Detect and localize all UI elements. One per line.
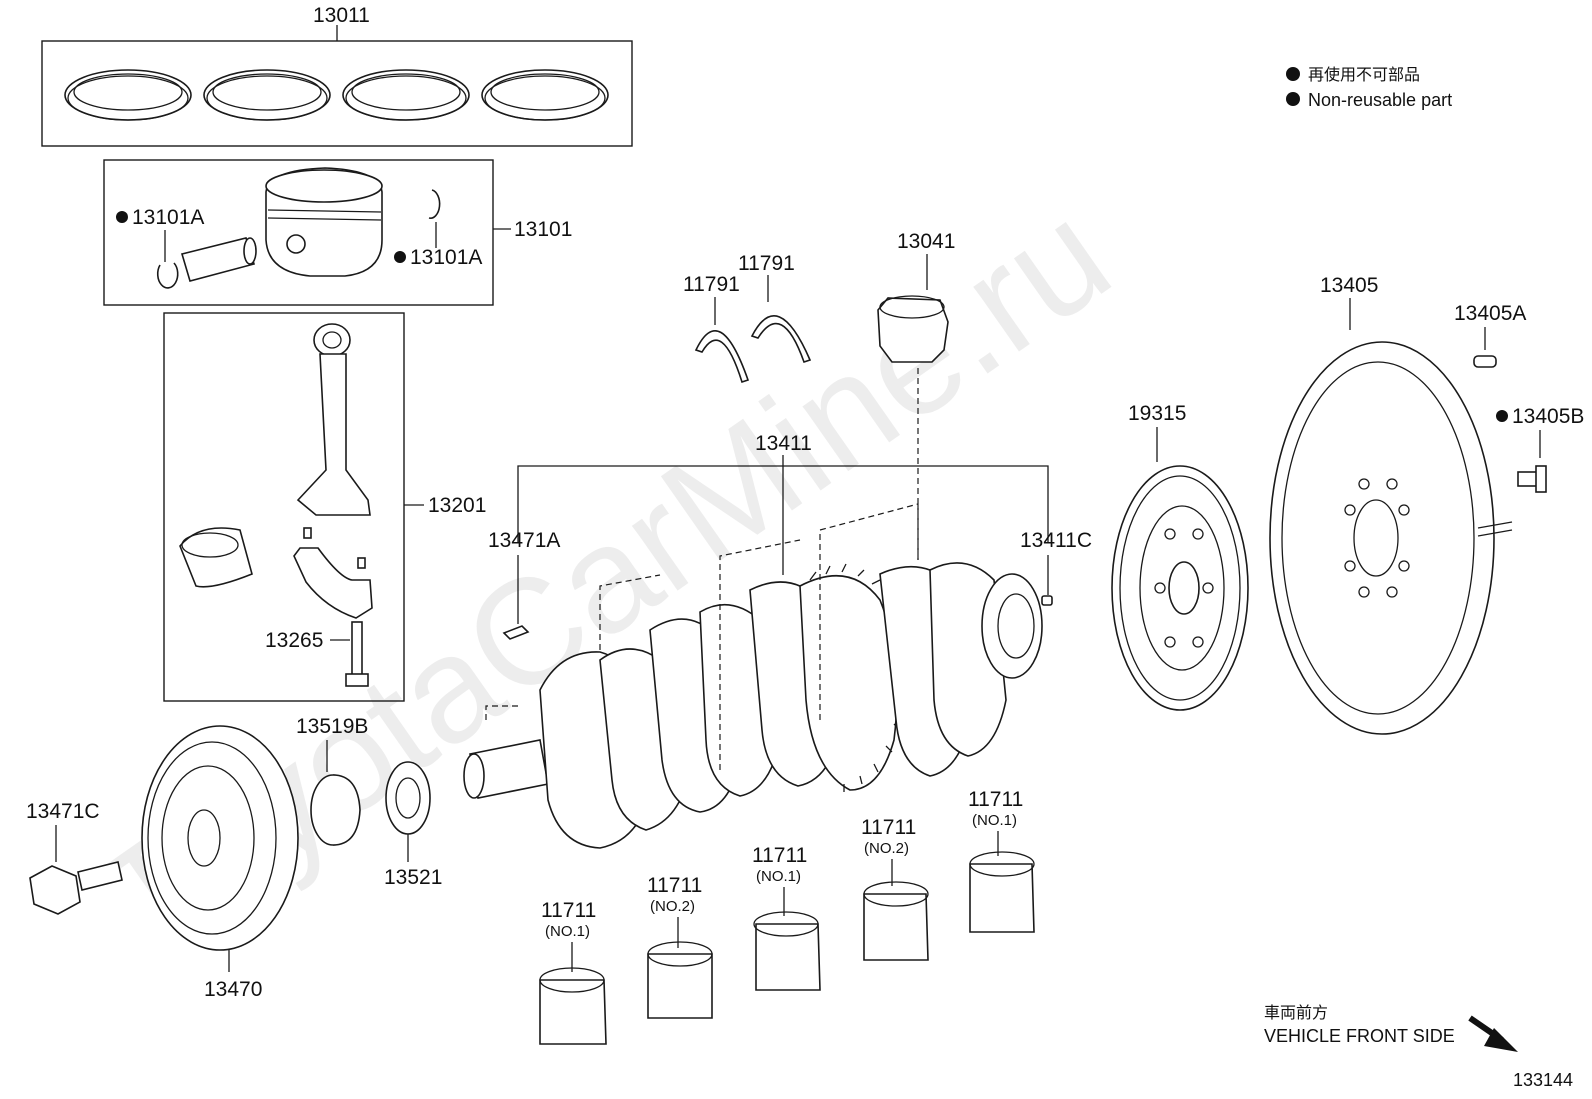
label-13519b[interactable]: 13519B bbox=[296, 715, 368, 738]
label-13201[interactable]: 13201 bbox=[428, 494, 486, 517]
legend-en: Non-reusable part bbox=[1308, 90, 1452, 110]
piston-pin bbox=[180, 237, 257, 282]
piston-pin-clip-right bbox=[428, 189, 441, 219]
bearing-13041 bbox=[877, 297, 949, 363]
label-13101a-right[interactable]: 13101A bbox=[410, 246, 482, 269]
piston-rings-group: 13011 bbox=[41, 4, 633, 147]
gear-13519b bbox=[310, 774, 361, 846]
legend-jp: 再使用不可部品 bbox=[1308, 65, 1420, 84]
thrust-washer-1 bbox=[694, 330, 750, 384]
label-13405a[interactable]: 13405A bbox=[1454, 302, 1526, 325]
label-11791-b[interactable]: 11791 bbox=[738, 252, 795, 275]
label-13405b[interactable]: 13405B bbox=[1512, 405, 1584, 428]
crankshaft-key bbox=[502, 625, 530, 640]
pulley-bolt bbox=[29, 861, 123, 915]
non-reusable-dot-icon bbox=[394, 251, 406, 263]
label-13471a[interactable]: 13471A bbox=[488, 529, 560, 552]
legend: 再使用不可部品 Non-reusable part bbox=[1286, 65, 1452, 110]
note-11711-5: (NO.1) bbox=[972, 812, 1017, 829]
crankshaft-pin bbox=[1041, 595, 1053, 606]
label-11711-2[interactable]: 11711 bbox=[647, 874, 702, 897]
non-reusable-dot-icon bbox=[1286, 92, 1300, 106]
connecting-rod-bearing bbox=[179, 527, 253, 588]
illustration-number: 133144 bbox=[1513, 1070, 1573, 1090]
label-13521[interactable]: 13521 bbox=[384, 866, 442, 889]
non-reusable-dot-icon bbox=[1286, 67, 1300, 81]
label-13265[interactable]: 13265 bbox=[265, 629, 323, 652]
label-13405[interactable]: 13405 bbox=[1320, 274, 1378, 297]
flywheel-bolt bbox=[1517, 465, 1547, 493]
main-bearing-2 bbox=[647, 941, 713, 1019]
timing-rotor bbox=[1111, 465, 1249, 711]
crankshaft bbox=[463, 562, 1043, 849]
label-19315[interactable]: 19315 bbox=[1128, 402, 1186, 425]
label-11711-1[interactable]: 11711 bbox=[541, 899, 596, 922]
crankshaft-pulley bbox=[141, 725, 299, 951]
label-11711-3[interactable]: 11711 bbox=[752, 844, 807, 867]
main-bearing-4 bbox=[863, 881, 929, 961]
main-bearing-1 bbox=[539, 967, 607, 1045]
flywheel-group: 13405 13405A 13405B bbox=[1269, 274, 1584, 735]
flywheel bbox=[1269, 341, 1513, 735]
timing-rotor-group: 19315 bbox=[1111, 402, 1249, 711]
connecting-rod-frame bbox=[163, 312, 405, 702]
piston-group: 13101 13101A 13101A bbox=[103, 159, 572, 306]
rod-pin-right bbox=[357, 557, 366, 569]
piston-pin-clip-left bbox=[156, 262, 179, 289]
front-side-en: VEHICLE FRONT SIDE bbox=[1264, 1026, 1455, 1046]
label-11711-4[interactable]: 11711 bbox=[861, 816, 916, 839]
label-13470[interactable]: 13470 bbox=[204, 978, 262, 1001]
piston bbox=[265, 167, 383, 277]
front-side-indicator: 車両前方 VEHICLE FRONT SIDE bbox=[1264, 1003, 1518, 1052]
label-11791-a[interactable]: 11791 bbox=[683, 273, 740, 296]
non-reusable-dot-icon bbox=[1496, 410, 1508, 422]
label-13411[interactable]: 13411 bbox=[755, 432, 812, 455]
main-bearing-3 bbox=[753, 911, 821, 991]
flywheel-pin bbox=[1473, 355, 1497, 368]
piston-ring-4 bbox=[481, 69, 609, 121]
crankshaft-group: 13411 13471A 13411C bbox=[463, 432, 1092, 849]
main-bearings-group: 11711 (NO.1) 11711 (NO.2) 11711 (NO.1) 1… bbox=[539, 788, 1035, 1045]
pulley-bolt-group: 13471C bbox=[26, 800, 123, 915]
rod-pin-left bbox=[303, 527, 312, 539]
label-13101a-left[interactable]: 13101A bbox=[132, 206, 204, 229]
thrust-washers-group: 11791 11791 bbox=[683, 252, 812, 384]
pulley-group: 13470 bbox=[141, 725, 299, 1001]
connecting-rod bbox=[293, 323, 373, 619]
front-side-jp: 車両前方 bbox=[1264, 1003, 1328, 1022]
main-bearing-5 bbox=[969, 851, 1035, 933]
rod-bolt bbox=[345, 621, 369, 687]
thrust-washer-2 bbox=[750, 315, 812, 364]
label-13011[interactable]: 13011 bbox=[313, 4, 370, 27]
label-13041[interactable]: 13041 bbox=[897, 230, 955, 253]
note-11711-2: (NO.2) bbox=[650, 898, 695, 915]
note-11711-1: (NO.1) bbox=[545, 923, 590, 940]
label-13101[interactable]: 13101 bbox=[514, 218, 572, 241]
piston-ring-3 bbox=[342, 69, 470, 121]
note-11711-4: (NO.2) bbox=[864, 840, 909, 857]
label-13471c[interactable]: 13471C bbox=[26, 800, 100, 823]
label-13411c[interactable]: 13411C bbox=[1020, 529, 1092, 552]
piston-frame bbox=[103, 159, 494, 306]
piston-ring-1 bbox=[64, 69, 192, 121]
non-reusable-dot-icon bbox=[116, 211, 128, 223]
label-11711-5[interactable]: 11711 bbox=[968, 788, 1023, 811]
gear-13521 bbox=[385, 761, 431, 835]
crank-gears-group: 13519B 13521 bbox=[296, 715, 442, 889]
connecting-rod-group: 13201 13265 bbox=[163, 312, 486, 702]
note-11711-3: (NO.1) bbox=[756, 868, 801, 885]
piston-ring-2 bbox=[203, 69, 331, 121]
front-arrow-icon bbox=[1468, 1015, 1518, 1052]
